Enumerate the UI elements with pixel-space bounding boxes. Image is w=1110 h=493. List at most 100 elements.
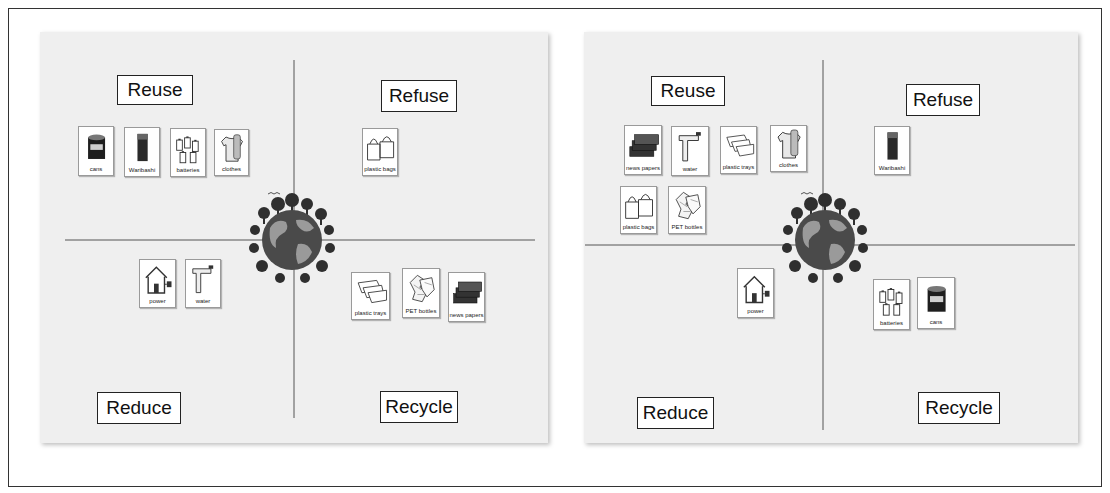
globe-illustration xyxy=(249,193,335,284)
item-card: cans xyxy=(78,126,114,176)
category-title: Recycle xyxy=(385,396,453,418)
item-card: water xyxy=(185,259,221,308)
item-card: cans xyxy=(917,277,955,329)
category-title: Refuse xyxy=(913,89,973,111)
item-name: Waribashi xyxy=(128,167,156,176)
item-card: news papers xyxy=(448,272,485,322)
item-illustration xyxy=(363,129,397,166)
item-icon xyxy=(887,132,897,159)
item-card: plastic bags xyxy=(362,128,398,176)
item-illustration xyxy=(449,273,484,312)
item-icon xyxy=(626,194,653,218)
item-icon xyxy=(146,267,172,293)
item-card: batteries xyxy=(170,128,206,177)
item-card: PET bottles xyxy=(668,186,706,234)
item-illustration xyxy=(721,127,756,164)
item-icon xyxy=(358,280,386,302)
item-card: water xyxy=(671,126,709,176)
item-card: power xyxy=(139,259,176,308)
item-name: plastic bags xyxy=(622,224,656,233)
item-icon xyxy=(744,277,770,303)
paper-sheet xyxy=(584,32,1078,443)
item-name: power xyxy=(746,308,764,317)
category-title: Reduce xyxy=(106,397,172,419)
item-icon xyxy=(137,134,147,161)
globe-illustration xyxy=(782,193,868,284)
item-name: PET bottles xyxy=(405,308,438,317)
item-illustration xyxy=(403,269,439,308)
item-icon xyxy=(679,132,701,161)
left-sheet xyxy=(40,32,548,443)
category-label: Refuse xyxy=(381,80,457,112)
category-title: Refuse xyxy=(389,85,449,107)
item-illustration xyxy=(125,128,159,167)
item-card: plastic trays xyxy=(720,126,757,174)
item-name: news papers xyxy=(625,165,661,174)
item-name: PET bottles xyxy=(671,224,704,233)
item-name: cans xyxy=(929,319,944,328)
item-card: clothes xyxy=(770,125,807,172)
category-label: Reduce xyxy=(97,392,181,424)
item-card: Waribashi xyxy=(124,127,160,177)
item-icon xyxy=(630,135,659,157)
item-card: plastic trays xyxy=(351,272,390,320)
category-title: Reuse xyxy=(128,79,183,101)
item-icon xyxy=(880,288,902,315)
category-label: Refuse xyxy=(906,84,980,116)
item-card: news papers xyxy=(624,125,662,175)
item-name: plastic trays xyxy=(722,164,756,173)
item-icon xyxy=(727,135,754,156)
category-title: Recycle xyxy=(925,397,993,419)
item-icon xyxy=(676,192,700,218)
category-label: Recycle xyxy=(380,391,458,423)
item-illustration xyxy=(875,127,909,165)
item-icon xyxy=(222,135,243,161)
paper-sheet xyxy=(40,32,548,443)
item-card: PET bottles xyxy=(402,268,440,318)
item-name: cans xyxy=(89,166,104,175)
item-name: water xyxy=(682,166,699,175)
item-name: water xyxy=(195,298,212,307)
item-name: power xyxy=(148,298,166,307)
category-label: Reuse xyxy=(651,76,725,106)
item-icon xyxy=(778,130,800,158)
item-name: plastic trays xyxy=(354,310,388,319)
category-title: Reuse xyxy=(661,80,716,102)
item-card: batteries xyxy=(873,279,910,330)
item-icon xyxy=(410,275,434,301)
category-label: Reuse xyxy=(117,75,193,105)
right-sheet xyxy=(584,32,1078,443)
item-illustration xyxy=(171,129,205,167)
item-name: clothes xyxy=(221,166,242,175)
item-illustration xyxy=(874,280,909,320)
item-icon xyxy=(368,137,394,160)
item-name: news papers xyxy=(448,312,484,321)
item-illustration xyxy=(625,126,661,165)
item-icon xyxy=(88,135,105,159)
item-name: batteries xyxy=(175,167,200,176)
item-card: Waribashi xyxy=(874,126,910,175)
item-icon xyxy=(928,286,946,312)
category-label: Reduce xyxy=(637,397,714,429)
item-illustration xyxy=(352,273,389,310)
category-title: Reduce xyxy=(643,402,709,424)
item-name: clothes xyxy=(778,162,799,171)
item-illustration xyxy=(669,187,705,224)
item-icon xyxy=(454,282,482,303)
item-card: power xyxy=(737,268,774,318)
item-illustration xyxy=(186,260,220,298)
item-illustration xyxy=(672,127,708,166)
item-name: batteries xyxy=(879,320,904,329)
figure-frame xyxy=(9,9,1102,487)
item-illustration xyxy=(215,130,248,166)
item-name: plastic bags xyxy=(363,166,397,175)
item-icon xyxy=(177,136,199,162)
item-illustration xyxy=(621,187,656,224)
category-label: Recycle xyxy=(918,392,1000,424)
item-illustration xyxy=(738,269,773,308)
item-icon xyxy=(193,265,213,292)
item-illustration xyxy=(771,126,806,162)
item-card: clothes xyxy=(214,129,249,176)
item-illustration xyxy=(918,278,954,319)
item-illustration xyxy=(140,260,175,298)
